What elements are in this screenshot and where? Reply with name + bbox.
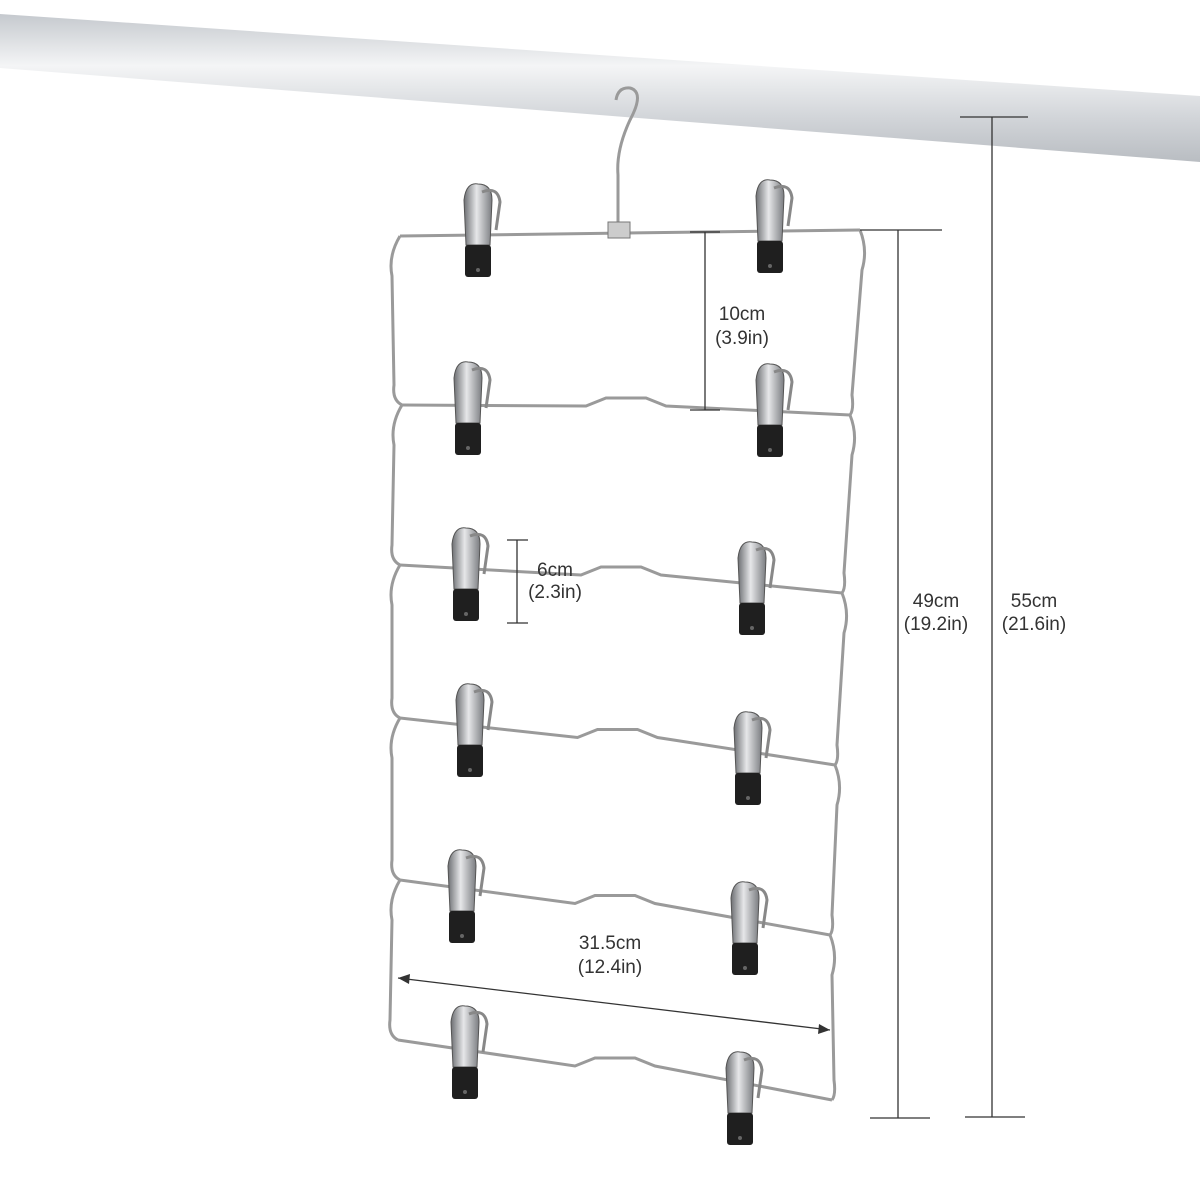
clip-height-metric: 6cm: [537, 560, 573, 581]
hanger-side-left: [389, 235, 403, 407]
hanger-hook: [614, 86, 639, 222]
hanger-side-right: [848, 229, 867, 416]
tier-spacing-imperial: (3.9in): [715, 328, 769, 349]
clip-tip: [757, 425, 783, 457]
clip-tip: [455, 423, 481, 455]
hanger-side-left: [388, 879, 402, 1042]
clip: [755, 179, 794, 273]
clip: [733, 711, 772, 805]
clip: [453, 361, 492, 455]
clip-tip: [727, 1113, 753, 1145]
dimension-clip-height: 6cm (2.3in): [507, 539, 582, 624]
hanger-bar: [397, 1038, 833, 1102]
clip-tip: [452, 1067, 478, 1099]
clip: [463, 183, 502, 277]
dimension-tier-spacing: 10cm (3.9in): [690, 231, 769, 411]
total-height-metric: 55cm: [1011, 591, 1057, 612]
clip-tip: [453, 589, 479, 621]
clip: [737, 541, 776, 635]
width-metric: 31.5cm: [579, 933, 641, 954]
closet-rod: [0, 14, 1200, 162]
hanger-bar: [399, 878, 831, 937]
tier-spacing-metric: 10cm: [719, 304, 765, 325]
hanger-side-right: [840, 414, 857, 594]
hanger-bar: [399, 716, 836, 767]
dimension-hanger-height: 49cm (19.2in): [860, 229, 968, 1119]
hanger-bar: [399, 563, 843, 595]
clip: [725, 1051, 764, 1145]
clip: [755, 363, 794, 457]
width-imperial: (12.4in): [578, 957, 642, 978]
clip: [455, 683, 494, 777]
hook-swivel: [607, 221, 631, 239]
clip: [730, 881, 769, 975]
clip-tip: [465, 245, 491, 277]
hanger-side-right: [833, 592, 849, 766]
clip-tip: [735, 773, 761, 805]
hanger-height-imperial: (19.2in): [904, 614, 968, 635]
clip-height-imperial: (2.3in): [528, 582, 582, 603]
clip-tip: [457, 745, 483, 777]
hanger-side-left: [390, 404, 404, 567]
hanger-side-right: [828, 934, 837, 1101]
hanger-side-left: [389, 717, 402, 882]
clip: [447, 849, 486, 943]
clip: [451, 527, 490, 621]
hanger-bar: [401, 396, 851, 417]
clip-tip: [739, 603, 765, 635]
hanger-tiers: [388, 221, 867, 1102]
total-height-imperial: (21.6in): [1002, 614, 1066, 635]
hanger-side-left: [389, 564, 402, 720]
clip: [450, 1005, 489, 1099]
hanger-side-right: [828, 764, 842, 936]
hanger-clips: [447, 179, 794, 1145]
hanger-height-metric: 49cm: [913, 591, 959, 612]
dimension-total-height: 55cm (21.6in): [960, 116, 1066, 1118]
clip-tip: [757, 241, 783, 273]
dimension-width: 31.5cm (12.4in): [397, 933, 831, 1034]
clip-tip: [449, 911, 475, 943]
clip-tip: [732, 943, 758, 975]
